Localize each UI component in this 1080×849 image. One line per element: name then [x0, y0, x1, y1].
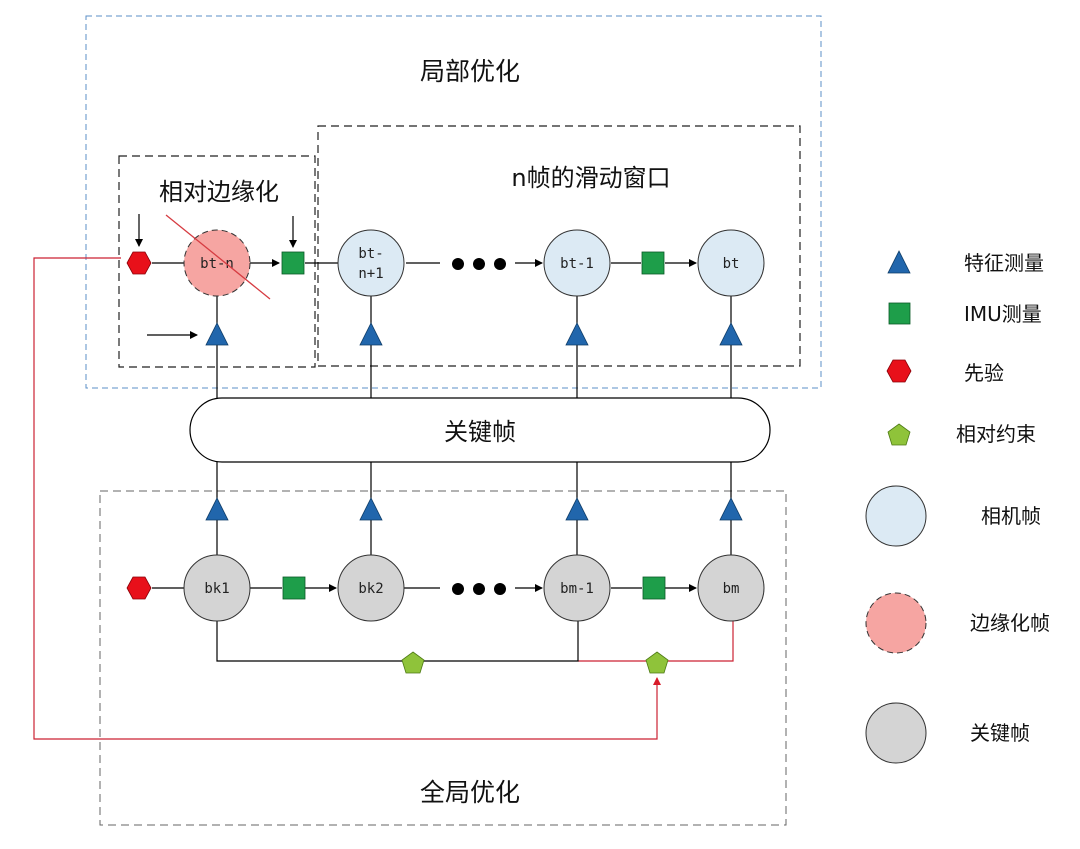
imu-square-icon	[281, 251, 305, 275]
feature-triangle-icon	[565, 322, 589, 346]
legend-prior-hexagon-icon	[886, 359, 912, 383]
legend-relative-pentagon-icon	[887, 423, 911, 446]
feature-triangle-icon	[719, 322, 743, 346]
imu-square-icon	[282, 576, 306, 600]
legend: 特征测量 IMU测量 先验 相对约束 相机帧 边缘化帧 关键帧	[865, 250, 1050, 764]
imu-square-icon	[641, 251, 665, 275]
global-optimization-label: 全局优化	[420, 778, 520, 807]
sliding-window-label: n帧的滑动窗口	[511, 164, 670, 192]
node-bt	[697, 229, 765, 297]
prior-hexagon-icon	[126, 251, 152, 275]
keyframe-bar-label: 关键帧	[444, 418, 516, 446]
node-bk2	[337, 554, 405, 622]
feature-triangle-icon	[719, 497, 743, 521]
relative-constraint-pentagon-icon	[645, 651, 669, 674]
legend-imu-square-icon	[888, 302, 911, 325]
legend-relative-label: 相对约束	[956, 422, 1036, 446]
node-bt-n-label: bt-n	[200, 256, 234, 272]
legend-camera-frame-icon	[865, 485, 927, 547]
feature-triangle-icon	[565, 497, 589, 521]
local-optimization-region	[85, 15, 822, 389]
legend-camera-frame-label: 相机帧	[981, 504, 1041, 528]
node-bt-n	[183, 229, 251, 297]
node-bm-1	[543, 554, 611, 622]
keyframe-bar	[189, 397, 771, 463]
legend-feature-label: 特征测量	[964, 251, 1044, 275]
relative-marginalization-region	[118, 155, 316, 368]
legend-key-frame-icon	[865, 702, 927, 764]
node-bt-label: bt	[723, 256, 740, 272]
local-optimization-label: 局部优化	[420, 57, 520, 86]
legend-key-frame-label: 关键帧	[970, 721, 1030, 745]
legend-feature-triangle-icon	[887, 250, 911, 274]
legend-imu-label: IMU测量	[964, 302, 1042, 326]
node-bt-1	[543, 229, 611, 297]
imu-square-icon	[642, 576, 666, 600]
prior-hexagon-icon	[126, 576, 152, 600]
feature-triangle-icon	[359, 497, 383, 521]
node-bm-label: bm	[723, 581, 740, 597]
feature-triangle-icon	[205, 497, 229, 521]
legend-marg-frame-label: 边缘化帧	[970, 611, 1050, 635]
relative-constraint-pentagon-icon	[401, 651, 425, 674]
red-bm-link-line	[578, 620, 734, 662]
ellipsis-dot	[473, 258, 485, 270]
marginalize-strike-line	[165, 214, 271, 300]
ellipsis-dot	[452, 258, 464, 270]
bottom-constraint-line	[216, 620, 579, 662]
node-bk1	[183, 554, 251, 622]
feature-triangle-icon	[205, 322, 229, 346]
node-bk2-label: bk2	[358, 581, 383, 597]
ellipsis-dot	[494, 258, 506, 270]
ellipsis-dot	[494, 583, 506, 595]
red-link-line	[33, 257, 661, 740]
node-bm	[697, 554, 765, 622]
node-bt-n-plus-1-label-line1: bt-	[358, 246, 383, 262]
node-bk1-label: bk1	[204, 581, 229, 597]
node-bt-n-plus-1-label-line2: n+1	[358, 266, 383, 282]
node-bt-1-label: bt-1	[560, 256, 594, 272]
global-optimization-region	[99, 490, 787, 826]
legend-prior-label: 先验	[964, 361, 1004, 385]
ellipsis-dot	[473, 583, 485, 595]
node-bm-1-label: bm-1	[560, 581, 594, 597]
sliding-window-region	[317, 125, 801, 367]
legend-marg-frame-icon	[865, 592, 927, 654]
relative-marginalization-label: 相对边缘化	[159, 178, 279, 206]
node-bt-n-plus-1	[337, 229, 405, 297]
ellipsis-dot	[452, 583, 464, 595]
feature-triangle-icon	[359, 322, 383, 346]
